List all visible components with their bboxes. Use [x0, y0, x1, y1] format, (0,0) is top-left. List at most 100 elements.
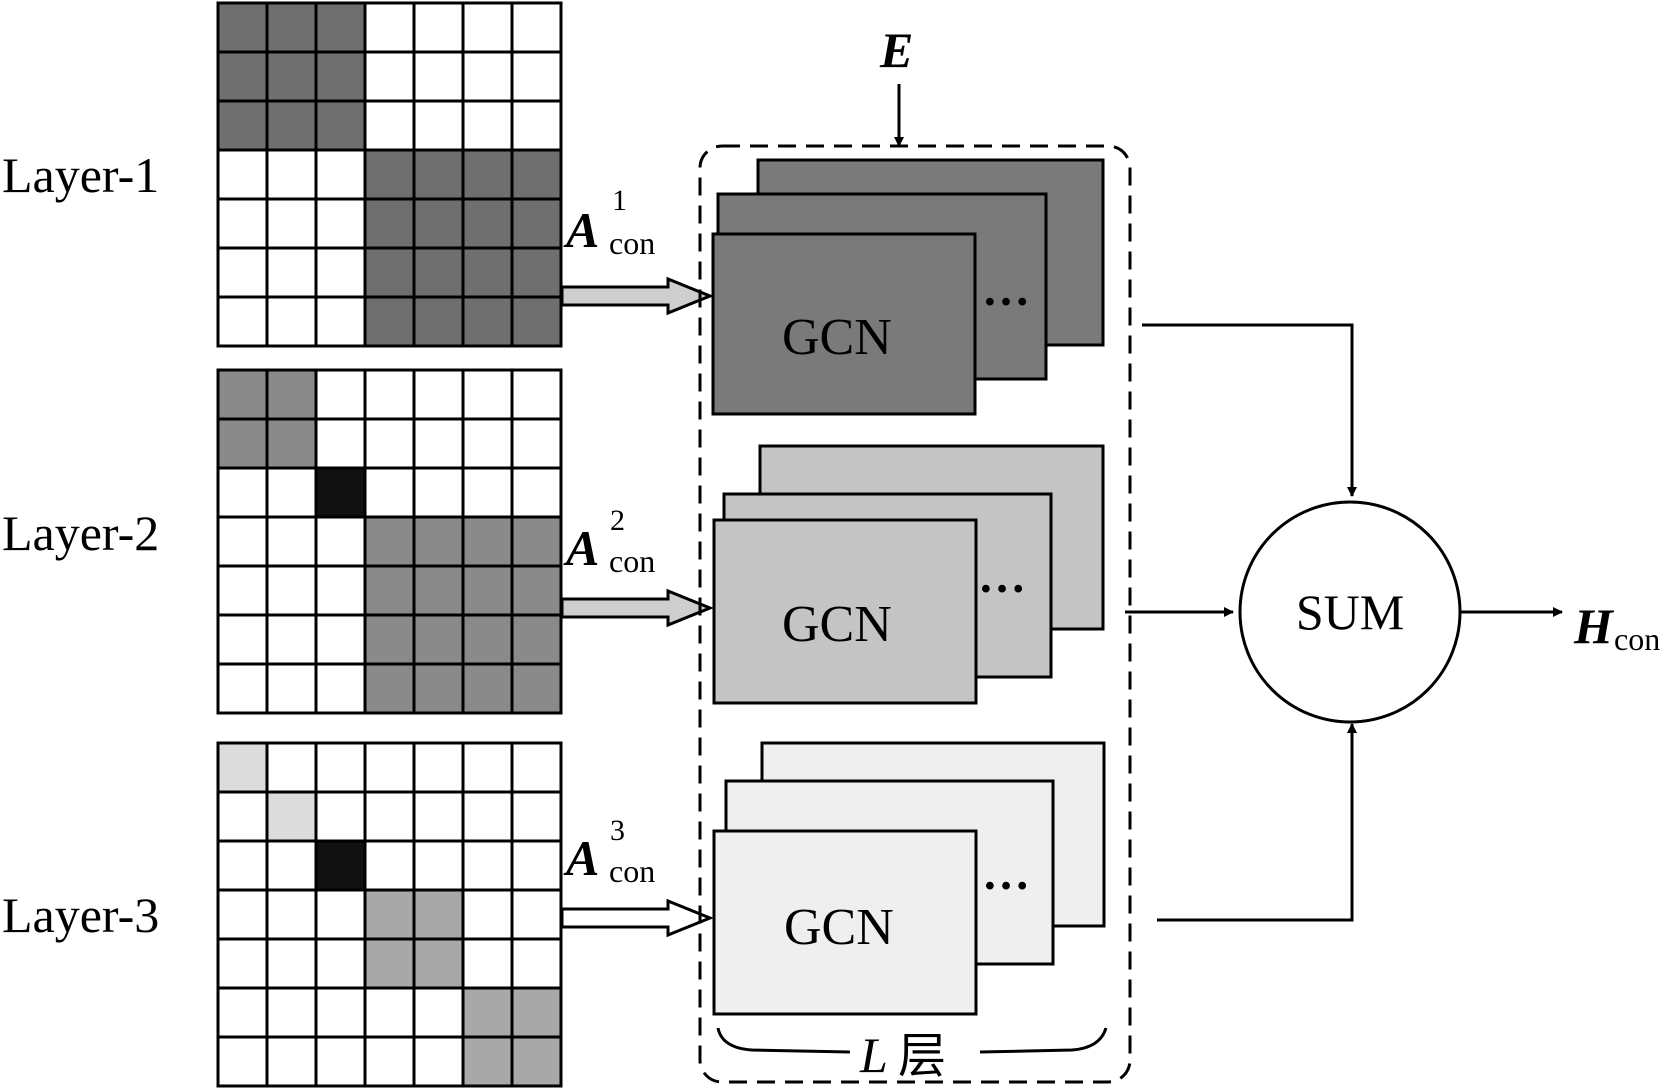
matrix-cell: [314, 839, 367, 892]
matrix-cell: [363, 417, 416, 470]
connector-bottom: [1157, 723, 1357, 922]
matrix-cell: [314, 564, 367, 617]
matrix-cell: [412, 937, 465, 990]
adjacency-label-1: A 1 con: [563, 184, 655, 261]
matrix-cell: [314, 888, 367, 941]
matrix-cell: [265, 986, 318, 1039]
matrix-cell: [363, 790, 416, 843]
gcn-label-2: GCN: [782, 596, 892, 653]
matrix-cell: [265, 50, 318, 103]
matrix-cell: [314, 1035, 367, 1088]
gcn-group-container: [698, 144, 1132, 1084]
matrix-cell: [314, 148, 367, 201]
matrix-cell: [461, 295, 514, 348]
matrix-cell: [216, 295, 269, 348]
matrix-cell: [314, 1, 367, 54]
matrix-cell: [265, 1035, 318, 1088]
matrix-cell: [265, 417, 318, 470]
matrix-cell: [510, 564, 563, 617]
matrix-cell: [265, 888, 318, 941]
matrix-cell: [510, 417, 563, 470]
matrix-cell: [461, 613, 514, 666]
layer-2-label: Layer-2: [2, 505, 159, 561]
matrix-cell: [510, 839, 563, 892]
matrix-cell: [363, 937, 416, 990]
svg-text:A: A: [563, 830, 599, 886]
matrix-cell: [363, 986, 416, 1039]
matrix-cell: [510, 197, 563, 250]
matrix-cell: [216, 986, 269, 1039]
input-e-label: E: [879, 22, 913, 78]
matrix-cell: [216, 197, 269, 250]
matrix-cell: [412, 368, 465, 421]
matrix-cell: [461, 466, 514, 519]
matrix-cell: [363, 564, 416, 617]
matrix-cell: [412, 466, 465, 519]
matrix-cell: [265, 662, 318, 715]
matrix-cell: [216, 515, 269, 568]
matrix-cell: [265, 99, 318, 152]
matrix-cell: [510, 790, 563, 843]
matrix-cell: [412, 662, 465, 715]
matrix-cell: [461, 662, 514, 715]
matrix-cell: [216, 1, 269, 54]
matrix-cell: [510, 888, 563, 941]
matrix-cell: [412, 197, 465, 250]
matrix-cell: [265, 148, 318, 201]
matrix-cell: [510, 937, 563, 990]
svg-text:con: con: [609, 225, 655, 261]
gcn-label-1: GCN: [782, 309, 892, 366]
gcn-stack-layer-1: GCN …: [711, 158, 1105, 416]
matrix-cell: [461, 368, 514, 421]
matrix-cell: [363, 1, 416, 54]
ellipsis-3: …: [982, 847, 1032, 900]
matrix-cell: [216, 790, 269, 843]
matrix-cell: [461, 148, 514, 201]
matrix-cell: [216, 99, 269, 152]
matrix-cell: [461, 417, 514, 470]
matrix-cell: [363, 662, 416, 715]
matrix-cell: [216, 662, 269, 715]
matrix-cell: [461, 50, 514, 103]
matrix-cell: [265, 295, 318, 348]
matrix-cell: [216, 466, 269, 519]
layer-3-adjacency-matrix: [216, 741, 563, 1088]
svg-text:con: con: [1614, 621, 1660, 657]
depth-label: L 层: [859, 1027, 946, 1083]
gcn-label-3: GCN: [784, 899, 894, 956]
matrix-cell: [510, 515, 563, 568]
matrix-cell: [265, 246, 318, 299]
matrix-cell: [314, 515, 367, 568]
matrix-cell: [314, 197, 367, 250]
svg-text:L: L: [859, 1027, 888, 1083]
matrix-cell: [510, 986, 563, 1039]
matrix-cell: [265, 197, 318, 250]
matrix-cell: [363, 1035, 416, 1088]
matrix-cell: [412, 564, 465, 617]
matrix-cell: [363, 466, 416, 519]
matrix-cell: [412, 839, 465, 892]
matrix-cell: [363, 515, 416, 568]
gcn-card: [711, 232, 977, 416]
matrix-cell: [412, 515, 465, 568]
matrix-cell: [510, 246, 563, 299]
svg-text:3: 3: [610, 814, 625, 847]
matrix-cell: [412, 1, 465, 54]
matrix-cell: [412, 1035, 465, 1088]
matrix-cell: [412, 741, 465, 794]
matrix-cell: [216, 246, 269, 299]
matrix-cell: [314, 417, 367, 470]
matrix-cell: [363, 50, 416, 103]
matrix-cell: [265, 790, 318, 843]
matrix-cell: [461, 1035, 514, 1088]
matrix-cell: [265, 613, 318, 666]
svg-text:A: A: [563, 520, 599, 576]
matrix-cell: [216, 148, 269, 201]
gcn-stack-layer-3: GCN …: [712, 741, 1106, 1016]
matrix-cell: [412, 148, 465, 201]
matrix-cell: [412, 246, 465, 299]
matrix-to-gcn-arrow-3: [560, 898, 714, 938]
matrix-cell: [461, 1, 514, 54]
matrix-cell: [510, 368, 563, 421]
matrix-cell: [412, 790, 465, 843]
